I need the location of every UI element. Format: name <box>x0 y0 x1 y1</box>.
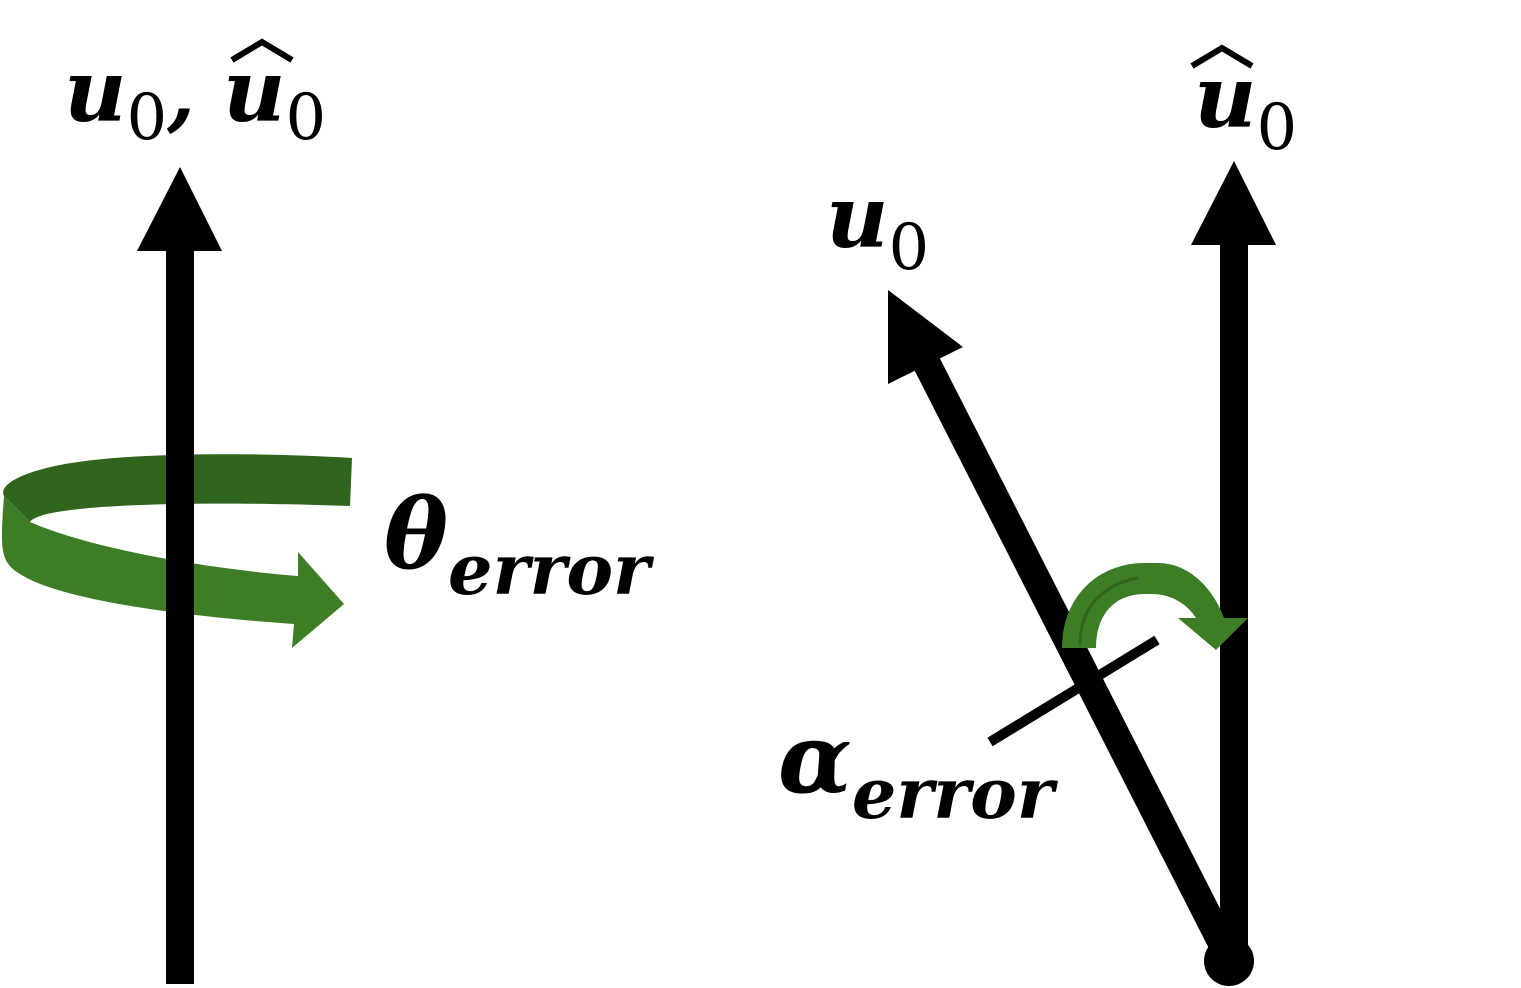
angle-label-alpha-error: αerror <box>778 702 1059 835</box>
vertical-axis-shaft <box>1220 242 1248 964</box>
rotation-label-subscript: error <box>448 528 655 611</box>
axis-label-uhat: u <box>223 41 286 142</box>
rotation-label-theta-error: θerror <box>384 478 655 611</box>
tilted-axis-arrowhead <box>888 290 963 384</box>
angle-label-subscript: error <box>852 752 1059 835</box>
axis-arrow-uhat0 <box>1191 161 1276 964</box>
axis-label-separator: , <box>166 46 223 140</box>
axis-shaft <box>166 250 194 984</box>
vertical-axis-label-uhat0: u0 <box>1194 47 1297 165</box>
hat-mark-right <box>1190 44 1254 69</box>
right-panel: u0 u0 αerror <box>778 44 1297 986</box>
axis-label-u-subscript: 0 <box>127 81 168 155</box>
vertical-axis-label-subscript: 0 <box>1257 91 1298 165</box>
axis-arrow-u0-uhat0 <box>137 167 222 984</box>
hat-mark-left <box>230 38 294 63</box>
angle-arc-arrow <box>1062 563 1248 650</box>
tilted-axis-label-u0: u0 <box>826 167 929 285</box>
axis-label-uhat-subscript: 0 <box>285 81 326 155</box>
angle-arc-highlight <box>1078 576 1139 646</box>
left-panel: u0, u0 θerror <box>1 38 655 984</box>
angle-leader-line <box>987 635 1160 747</box>
axis-arrow-u0-tilted <box>888 290 1241 962</box>
rotation-label-theta: θ <box>384 478 448 591</box>
vertical-axis-arrowhead <box>1191 161 1276 245</box>
axis-label-u0-uhat0: u0, u0 <box>64 41 326 155</box>
tilted-axis-label-u: u <box>826 167 889 268</box>
tilted-axis-label-subscript: 0 <box>889 211 930 285</box>
tilted-axis-shaft <box>913 355 1241 962</box>
axis-label-u: u <box>64 41 127 142</box>
angle-label-alpha: α <box>778 702 852 815</box>
pivot-dot <box>1204 936 1254 986</box>
axis-arrowhead <box>137 167 222 251</box>
